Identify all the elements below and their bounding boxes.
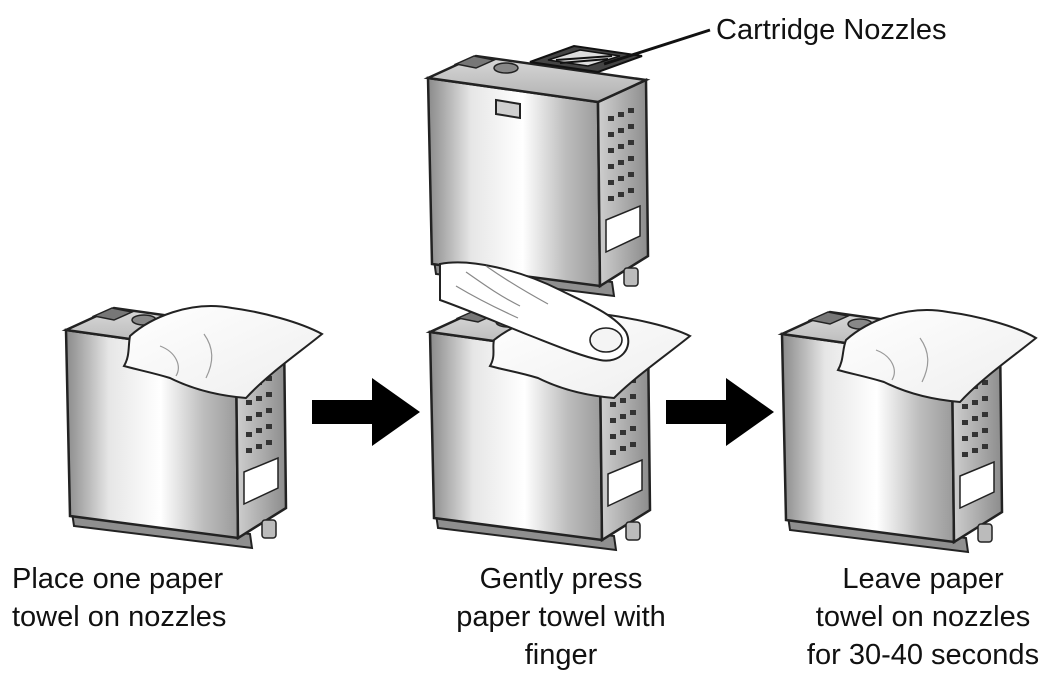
caption-line: Place one paper <box>12 563 224 595</box>
step-2-caption: Gently press paper towel with finger <box>430 560 692 674</box>
arrow-right-icon <box>666 378 774 446</box>
step-3-caption: Leave paper towel on nozzles for 30-40 s… <box>790 560 1056 674</box>
caption-line: paper towel with <box>456 601 666 633</box>
paper-towel <box>122 305 324 400</box>
callout-leader-line <box>603 28 711 66</box>
cartridge-step-3 <box>780 309 1038 554</box>
arrow-right-icon <box>312 378 420 446</box>
caption-line: Gently press <box>479 563 643 595</box>
callout-cartridge-nozzles: Cartridge Nozzles <box>716 14 947 46</box>
nozzle-plate <box>529 44 643 74</box>
caption-line: Leave paper <box>842 563 1004 595</box>
cartridge-top <box>426 28 711 298</box>
caption-line: for 30-40 seconds <box>806 639 1040 671</box>
caption-line: towel on nozzles <box>815 601 1031 633</box>
cartridge-step-1 <box>64 305 324 550</box>
step-1-caption: Place one paper towel on nozzles <box>12 560 226 636</box>
caption-line: finger <box>524 639 598 671</box>
paper-towel <box>836 309 1038 404</box>
caption-line: towel on nozzles <box>12 601 227 633</box>
cartridge-step-2 <box>428 261 692 552</box>
